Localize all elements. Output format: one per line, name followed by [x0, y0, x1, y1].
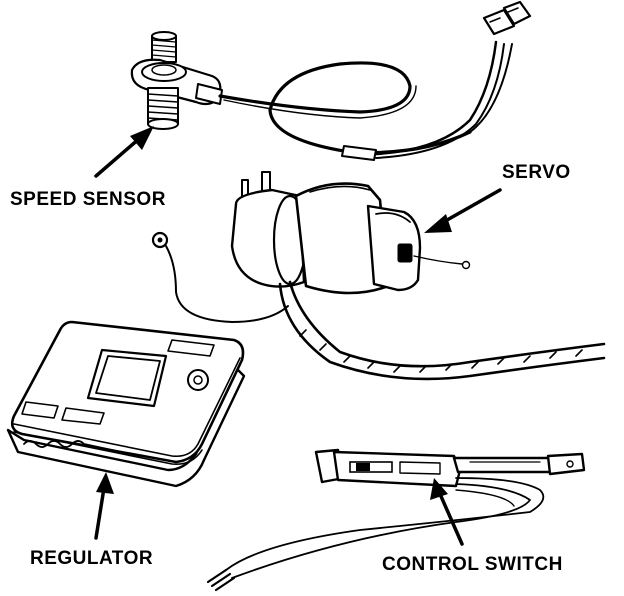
arrow-servo	[424, 188, 502, 233]
control-switch-label: CONTROL SWITCH	[382, 554, 563, 575]
arrow-regulator	[94, 472, 114, 540]
speed-sensor-illustration	[130, 0, 532, 161]
regulator-illustration	[6, 320, 246, 488]
regulator-label: REGULATOR	[30, 548, 153, 569]
control-switch-illustration	[206, 448, 586, 592]
servo-label: SERVO	[502, 162, 571, 183]
servo-illustration	[151, 171, 606, 381]
arrow-control-switch	[430, 478, 464, 546]
arrow-speed-sensor	[94, 126, 154, 178]
speed-sensor-label: SPEED SENSOR	[10, 189, 166, 210]
